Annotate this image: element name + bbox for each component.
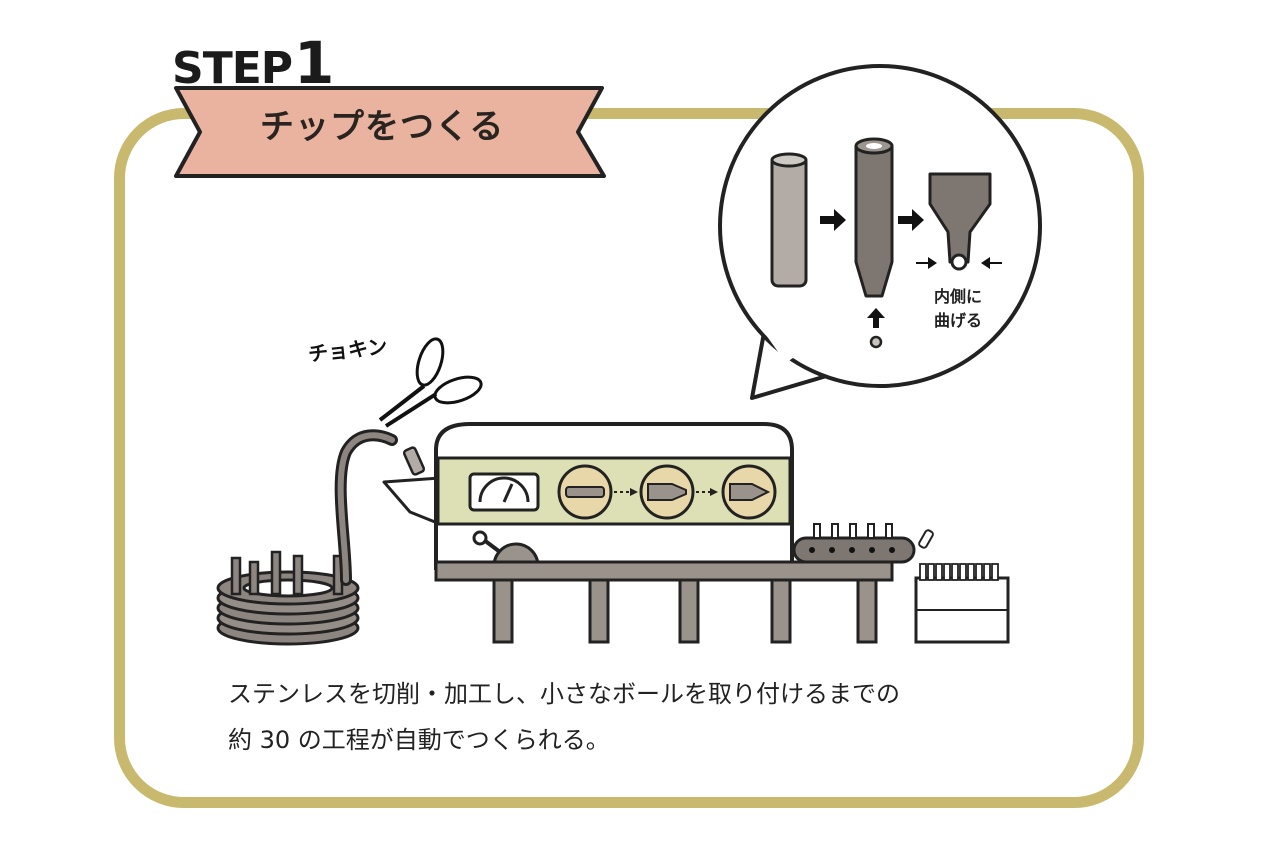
machine — [382, 422, 934, 644]
speech-bubble: 内側に 曲げる — [718, 64, 1042, 400]
arrow-right-icon — [898, 209, 924, 231]
machined-tube — [854, 144, 894, 298]
step-word: STEP — [172, 43, 293, 94]
title-ribbon — [174, 86, 606, 178]
raw-rod — [770, 154, 808, 288]
bubble-label-line1: 内側に — [934, 287, 982, 306]
ball — [869, 335, 883, 349]
cut-piece — [402, 446, 426, 476]
bubble-label-line2: 曲げる — [934, 311, 982, 330]
step-title: チップをつくる — [260, 107, 505, 147]
sound-effect-text: チョキン — [307, 334, 388, 366]
feed-chute — [382, 476, 442, 526]
caption-line-1: ステンレスを切削・加工し、小さなボールを取り付けるまでの — [228, 680, 900, 708]
process-station-3 — [721, 464, 777, 520]
tip-closeup — [928, 172, 992, 264]
step-number: 1 — [294, 29, 334, 97]
output-box — [914, 563, 1010, 644]
process-station-1 — [557, 464, 613, 520]
step-label: STEP1 — [172, 34, 334, 94]
scissors-icon — [378, 337, 483, 428]
caption-line-2: 約 30 の工程が自動でつくられる。 — [228, 726, 610, 754]
gauge-icon — [468, 472, 540, 512]
arrow-left-icon — [981, 257, 1002, 269]
arrow-right-icon — [916, 257, 937, 269]
wire-spool — [216, 429, 398, 646]
arrow-up-icon — [867, 308, 885, 328]
process-station-2 — [639, 464, 695, 520]
machine-table — [434, 560, 894, 582]
arrow-right-icon — [820, 209, 846, 231]
